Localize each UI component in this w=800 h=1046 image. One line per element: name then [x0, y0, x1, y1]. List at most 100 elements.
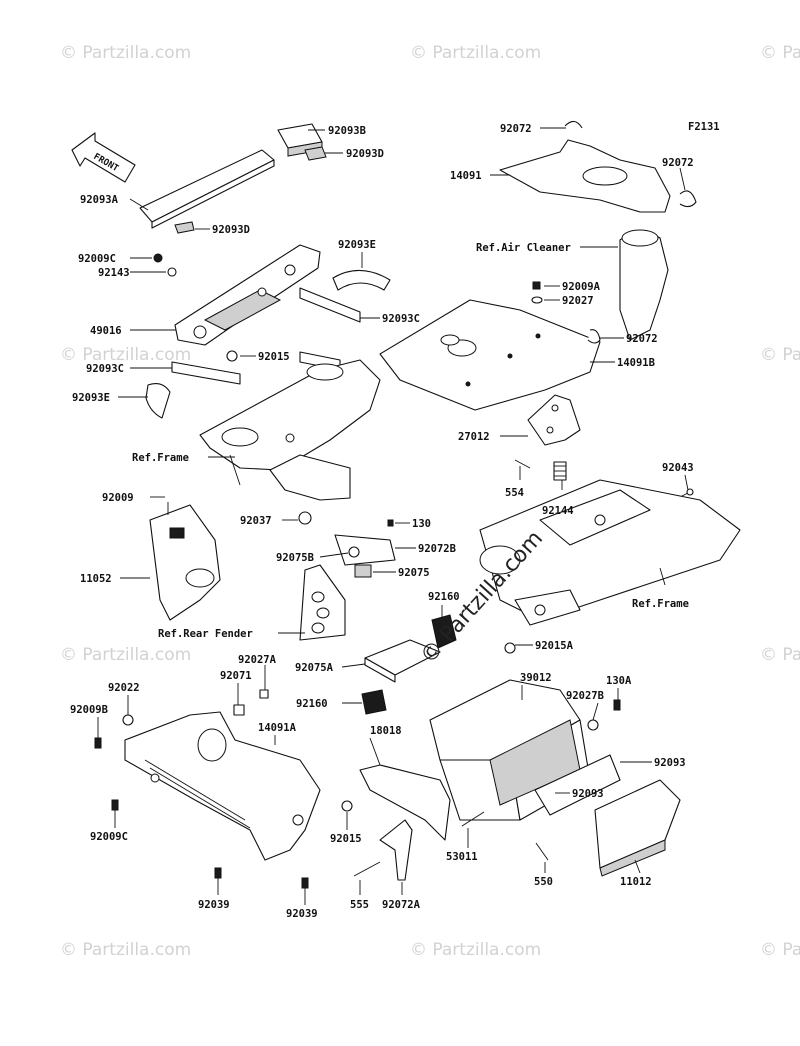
- label-92072A: 92072A: [382, 899, 421, 911]
- watermark: © Partzilla.com: [760, 940, 800, 960]
- bracket-49016: [174, 244, 321, 346]
- label-92071: 92071: [220, 670, 252, 682]
- bracket-18018: [359, 764, 451, 841]
- label-92015A: 92015A: [535, 640, 574, 652]
- bracket-27012: [527, 394, 581, 446]
- label-92143: 92143: [98, 267, 130, 279]
- label-92009C: 92009C: [90, 831, 128, 843]
- leader-lines: [97, 127, 689, 905]
- watermark-layer: © Partzilla.com © Partzilla.com © Partzi…: [60, 43, 800, 960]
- label-53011: 53011: [446, 851, 478, 863]
- foam-pad-92093D: [174, 146, 327, 234]
- watermark: © Partzilla.com: [760, 645, 800, 665]
- label-27012: 27012: [458, 431, 490, 443]
- label-92093B: 92093B: [328, 125, 366, 137]
- battery-case-39012: [429, 642, 591, 821]
- label-92072B: 92072B: [418, 543, 456, 555]
- spring-92144: [553, 461, 567, 481]
- label-130A: 130A: [606, 675, 632, 687]
- label-92027: 92027: [562, 295, 594, 307]
- label-39012: 39012: [520, 672, 552, 684]
- watermark: © Partzilla.com: [410, 940, 541, 960]
- label-18018: 18018: [370, 725, 402, 737]
- label-92043: 92043: [662, 462, 694, 474]
- battery-cover-11012: [594, 779, 681, 877]
- bracket-92072B: [298, 511, 396, 578]
- label-554: 554: [505, 487, 524, 499]
- label-130: 130: [412, 518, 431, 530]
- label-92072: 92072: [500, 123, 532, 135]
- label-92160: 92160: [296, 698, 328, 710]
- label-ref-frame: Ref.Frame: [632, 598, 689, 610]
- label-14091A: 14091A: [258, 722, 297, 734]
- label-555: 555: [350, 899, 369, 911]
- label-92075: 92075: [398, 567, 430, 579]
- label-92093E: 92093E: [72, 392, 110, 404]
- seal-92093: [534, 754, 621, 816]
- nut-92027B: [587, 699, 621, 731]
- label-49016: 49016: [90, 325, 122, 337]
- label-92093: 92093: [654, 757, 686, 769]
- label-92144: 92144: [542, 505, 574, 517]
- cover-14091A: [124, 711, 321, 861]
- label-92015: 92015: [330, 833, 362, 845]
- hardware-92009A-92027: [531, 281, 601, 344]
- label-92072: 92072: [626, 333, 658, 345]
- frame-left: [199, 359, 381, 501]
- label-ref-air-cleaner: Ref.Air Cleaner: [476, 242, 571, 254]
- label-92093D: 92093D: [346, 148, 384, 160]
- label-92093D: 92093D: [212, 224, 250, 236]
- label-92075B: 92075B: [276, 552, 314, 564]
- label-92093: 92093: [572, 788, 604, 800]
- pin-554: [514, 459, 531, 469]
- watermark: © Partzilla.com: [60, 940, 191, 960]
- label-92075A: 92075A: [295, 662, 334, 674]
- label-92037: 92037: [240, 515, 272, 527]
- part-labels: 92072 92093B 92093D 92072 14091 Ref.Air …: [70, 123, 694, 920]
- label-92027A: 92027A: [238, 654, 277, 666]
- watermark: © Partzilla.com: [60, 645, 191, 665]
- cover-14091: [499, 120, 697, 213]
- label-14091: 14091: [450, 170, 482, 182]
- label-550: 550: [534, 876, 553, 888]
- label-92093C: 92093C: [86, 363, 124, 375]
- label-92093E: 92093E: [338, 239, 376, 251]
- foam-strip-92093A: [139, 149, 275, 229]
- label-11012: 11012: [620, 876, 652, 888]
- clip-92072A: [379, 819, 413, 881]
- figure-code: F2131: [688, 121, 720, 133]
- watermark: © Partzilla.com: [410, 43, 541, 63]
- label-92027B: 92027B: [566, 690, 604, 702]
- label-92072: 92072: [662, 157, 694, 169]
- label-92009B: 92009B: [70, 704, 108, 716]
- watermark: © Partzilla.com: [60, 345, 191, 365]
- label-92093C: 92093C: [382, 313, 420, 325]
- watermark: © Partzilla.com: [760, 345, 800, 365]
- label-92093A: 92093A: [80, 194, 119, 206]
- pad-92075A: [364, 639, 441, 683]
- mat-14091B: [379, 299, 601, 411]
- watermark: © Partzilla.com: [760, 43, 800, 63]
- rear-fender-bracket: [299, 564, 346, 641]
- label-92039: 92039: [198, 899, 230, 911]
- pin-550: [535, 842, 549, 861]
- foam-block-92093E: [145, 269, 391, 419]
- label-92160: 92160: [428, 591, 460, 603]
- label-ref-rear-fender: Ref.Rear Fender: [158, 628, 253, 640]
- label-ref-frame: Ref.Frame: [132, 452, 189, 464]
- hardware-top-left: [153, 253, 238, 362]
- plate-11052: [149, 502, 221, 621]
- label-92039: 92039: [286, 908, 318, 920]
- label-92009A: 92009A: [562, 281, 601, 293]
- block-92160-bottom: [361, 689, 387, 715]
- pin-555: [353, 861, 381, 877]
- nut-92015-bottom: [341, 800, 353, 812]
- front-arrow: FRONT: [71, 132, 136, 183]
- foam-strip-92093C: [171, 287, 361, 385]
- label-92022: 92022: [108, 682, 140, 694]
- label-92015: 92015: [258, 351, 290, 363]
- label-92009C: 92009C: [78, 253, 116, 265]
- block-92160-top: [431, 614, 457, 649]
- bolt-53011: [461, 811, 485, 827]
